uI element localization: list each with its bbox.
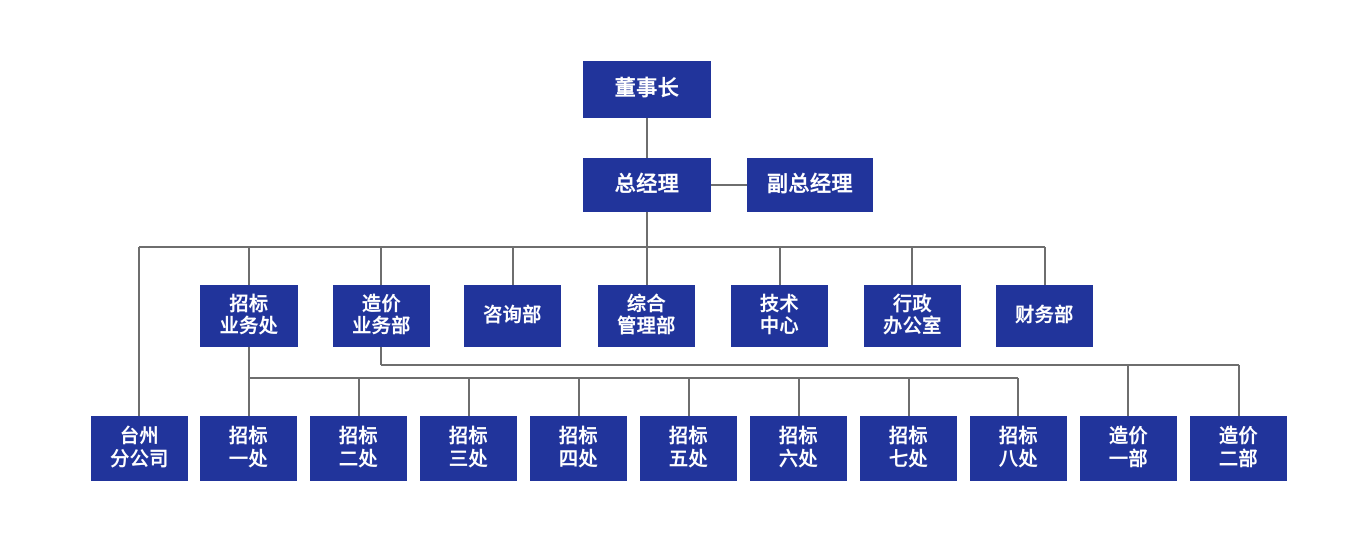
org-node-bid-7[interactable]: 招标 七处 (860, 416, 957, 481)
org-node-bid-1[interactable]: 招标 一处 (200, 416, 297, 481)
org-node-bid-3[interactable]: 招标 三处 (420, 416, 517, 481)
org-node-dept-consult[interactable]: 咨询部 (464, 285, 561, 347)
org-node-dept-admin[interactable]: 行政 办公室 (864, 285, 961, 347)
org-node-bid-6[interactable]: 招标 六处 (750, 416, 847, 481)
org-node-dept-general[interactable]: 综合 管理部 (598, 285, 695, 347)
org-node-cost-2[interactable]: 造价 二部 (1190, 416, 1287, 481)
org-node-branch-taizhou[interactable]: 台州 分公司 (91, 416, 188, 481)
org-node-bid-8[interactable]: 招标 八处 (970, 416, 1067, 481)
org-node-bid-5[interactable]: 招标 五处 (640, 416, 737, 481)
org-node-bid-2[interactable]: 招标 二处 (310, 416, 407, 481)
org-node-dept-cost[interactable]: 造价 业务部 (333, 285, 430, 347)
org-node-gm[interactable]: 总经理 (583, 158, 711, 212)
org-node-dept-tech[interactable]: 技术 中心 (731, 285, 828, 347)
org-node-dept-bid[interactable]: 招标 业务处 (200, 285, 298, 347)
org-node-chairman[interactable]: 董事长 (583, 61, 711, 118)
org-node-deputy-gm[interactable]: 副总经理 (747, 158, 873, 212)
org-node-cost-1[interactable]: 造价 一部 (1080, 416, 1177, 481)
org-node-bid-4[interactable]: 招标 四处 (530, 416, 627, 481)
org-node-dept-finance[interactable]: 财务部 (996, 285, 1093, 347)
